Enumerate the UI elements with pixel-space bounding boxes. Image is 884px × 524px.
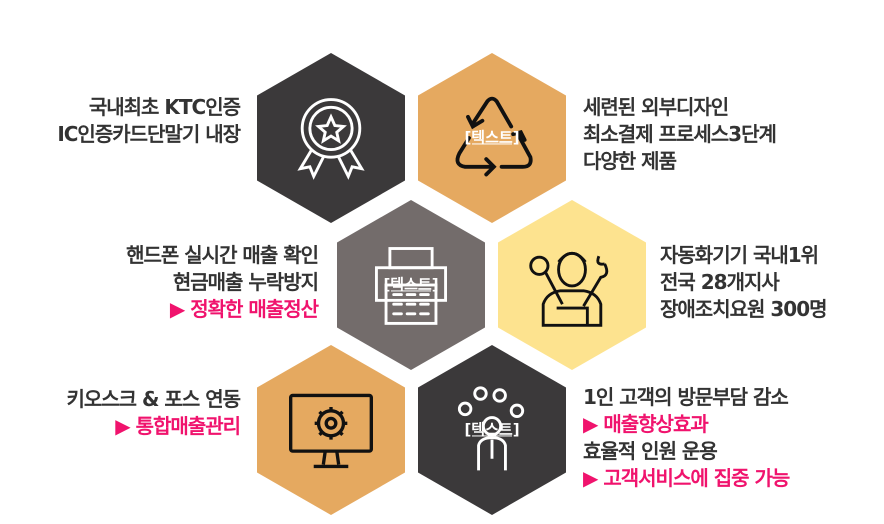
text-line: 전국 28개지사 <box>660 270 780 294</box>
text-line: 현금매출 누락방지 <box>172 270 319 294</box>
hex-service <box>498 200 646 370</box>
award-medal-icon <box>297 98 365 180</box>
text-line: 효율적 인원 운용 <box>583 439 718 463</box>
monitor-gear-icon <box>289 393 373 469</box>
hex-sales: [텍스트] <box>337 200 485 370</box>
text-line: 장애조치요원 300명 <box>660 297 828 321</box>
text-block-mid-right: 자동화기기 국내1위 전국 28개지사 장애조치요원 300명 <box>660 242 828 323</box>
text-line: 세련된 외부디자인 <box>583 95 729 119</box>
printer-icon <box>375 247 447 325</box>
text-line: 자동화기기 국내1위 <box>660 243 819 267</box>
text-line: 다양한 제품 <box>583 149 677 173</box>
recycle-arrows-icon <box>455 96 533 177</box>
person-ideas-icon <box>457 386 525 471</box>
text-block-bottom-right: 1인 고객의 방문부담 감소 ▶ 매출향상효과 효율적 인원 운용 ▶ 고객서비… <box>583 384 790 492</box>
highlight-line: ▶ 매출향상효과 <box>583 412 709 436</box>
text-block-bottom-left: 키오스크 & 포스 연동 ▶ 통합매출관리 <box>66 386 241 440</box>
hex-design: [텍스트] <box>418 53 566 223</box>
text-line: 키오스크 & 포스 연동 <box>66 387 241 411</box>
text-line: 핸드폰 실시간 매출 확인 <box>126 243 319 267</box>
text-block-top-left: 국내최초 KTC인증 IC인증카드단말기 내장 <box>57 94 241 148</box>
hex-integration <box>257 345 405 515</box>
highlight-line: ▶ 통합매출관리 <box>115 414 241 438</box>
text-line: 최소결제 프로세스3단계 <box>583 122 777 146</box>
hex-certification <box>257 53 405 223</box>
text-line: 1인 고객의 방문부담 감소 <box>583 385 789 409</box>
text-line: IC인증카드단말기 내장 <box>57 122 241 146</box>
text-block-top-right: 세련된 외부디자인 최소결제 프로세스3단계 다양한 제품 <box>583 94 777 175</box>
text-block-mid-left: 핸드폰 실시간 매출 확인 현금매출 누락방지 ▶ 정확한 매출정산 <box>126 242 319 323</box>
text-line: 국내최초 KTC인증 <box>88 95 241 119</box>
hex-customer: [텍스트] <box>418 345 566 515</box>
highlight-line: ▶ 고객서비스에 집중 가능 <box>583 466 790 490</box>
highlight-line: ▶ 정확한 매출정산 <box>169 297 319 321</box>
mechanic-wrench-icon <box>529 251 609 327</box>
